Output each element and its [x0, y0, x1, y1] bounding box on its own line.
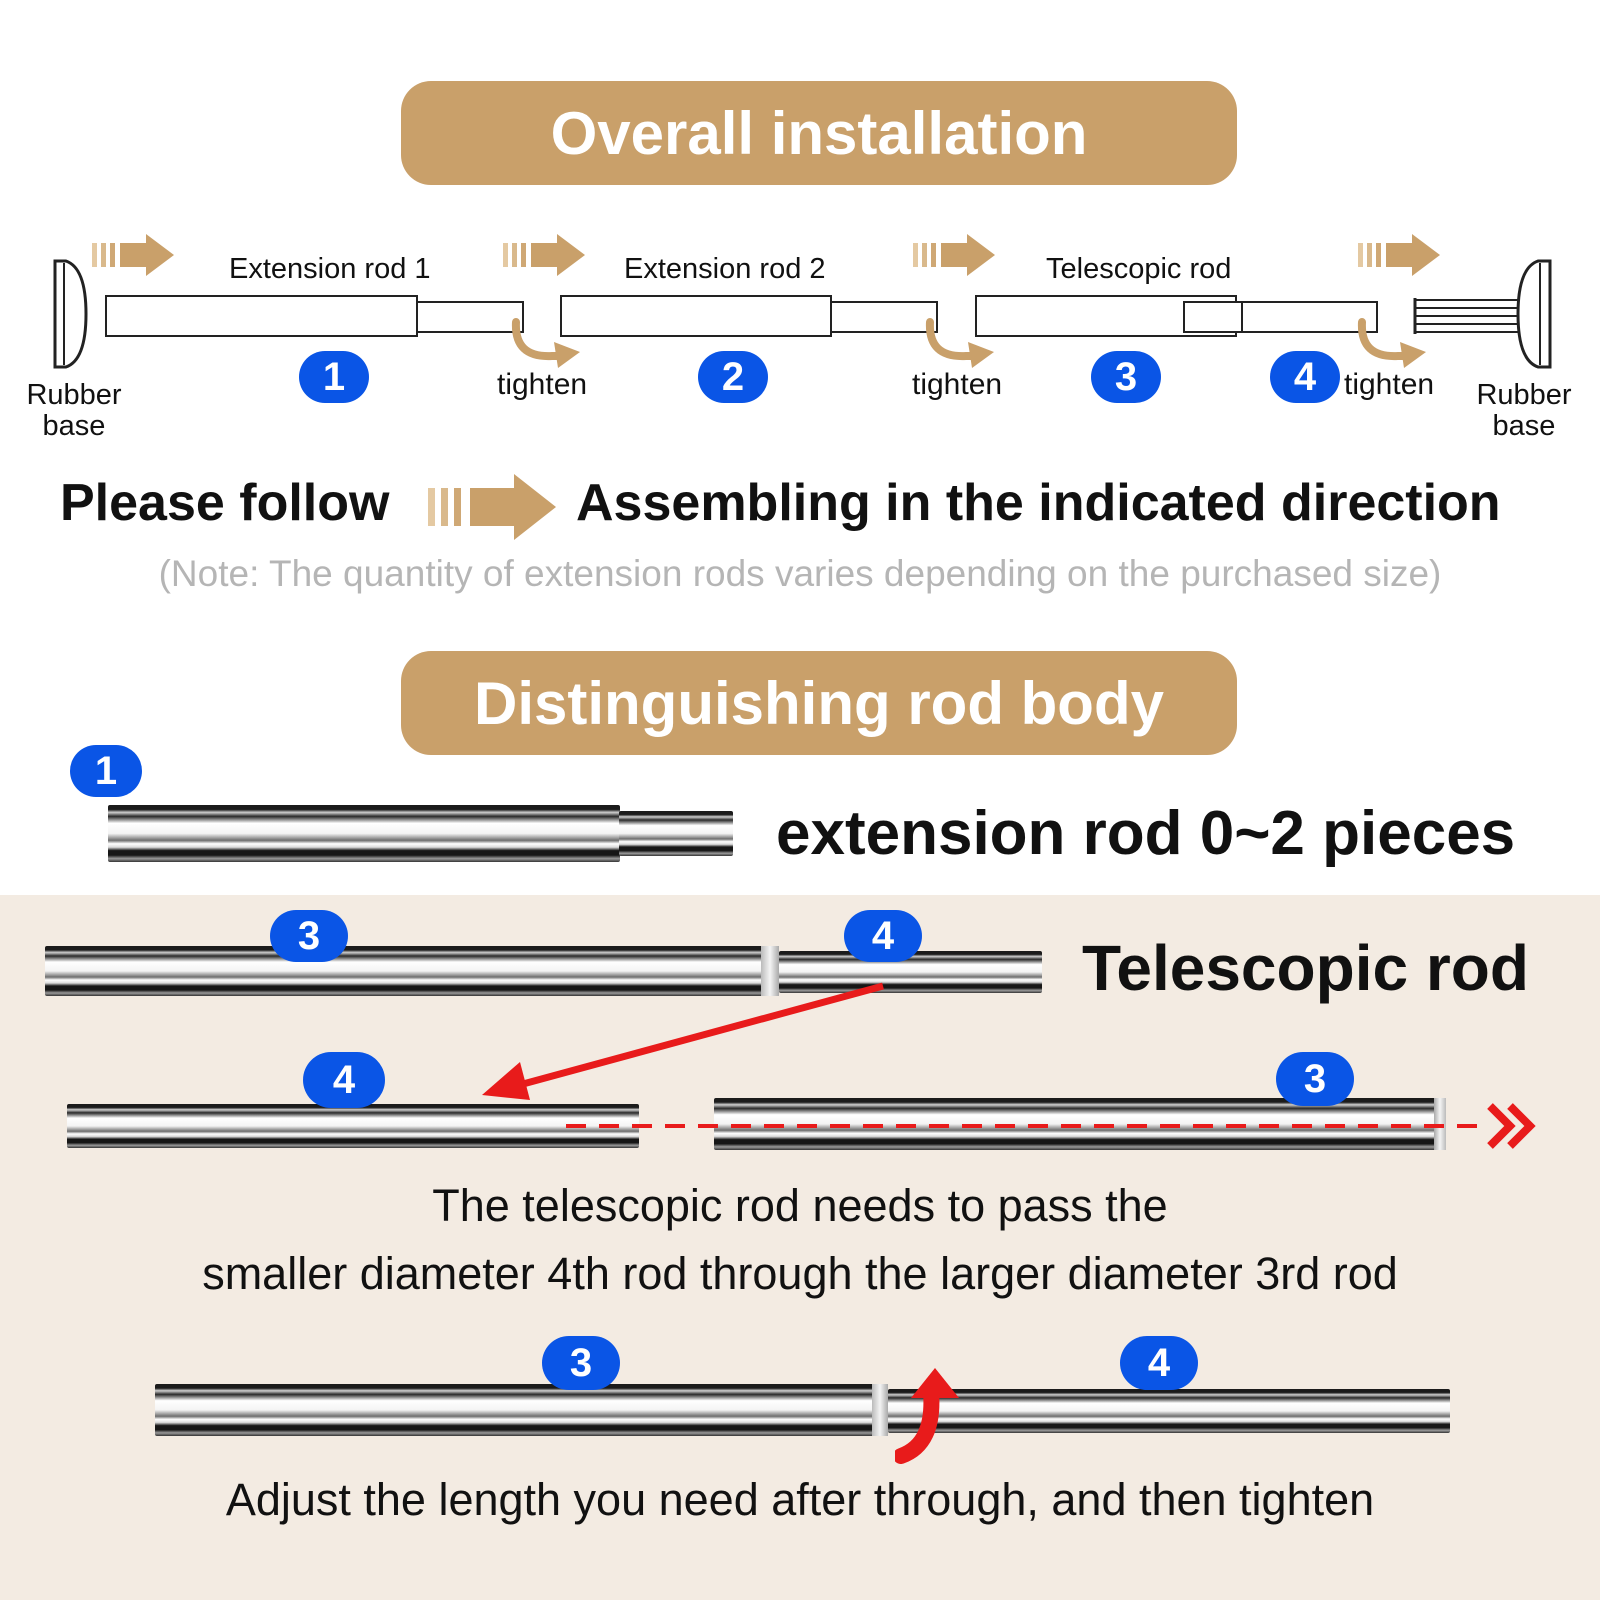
- rubber-base-left: [53, 259, 88, 369]
- telescopic-rod-4-photo: [779, 951, 1042, 993]
- extension-rod-photo-tip: [619, 811, 733, 856]
- badge-4-telescopic: 4: [844, 910, 922, 962]
- rotate-tighten-icon: [925, 318, 994, 368]
- rubber-base-right-label: Rubber base: [1476, 379, 1572, 442]
- badge-4: 4: [1270, 351, 1340, 403]
- extension-rod-1: [105, 295, 418, 337]
- final-caption: Adjust the length you need after through…: [225, 1474, 1375, 1525]
- note-text: (Note: The quantity of extension rods va…: [158, 553, 1442, 594]
- direction-arrow-icon: [1358, 234, 1440, 276]
- double-chevron-icon: [1487, 1103, 1516, 1149]
- red-arrowhead-icon: [482, 1062, 530, 1100]
- tighten-label-1: tighten: [497, 368, 588, 401]
- badge-3: 3: [1091, 351, 1161, 403]
- rubber-base-left-label: Rubber base: [26, 379, 122, 442]
- badge-2: 2: [698, 351, 768, 403]
- tighten-label-2: tighten: [912, 368, 1003, 401]
- badge-3-assembled: 3: [542, 1336, 620, 1390]
- rotate-tighten-icon: [511, 318, 580, 368]
- direction-arrow-icon: [503, 234, 585, 276]
- direction-arrow-icon: [428, 474, 556, 540]
- telescopic-rod-label: Telescopic rod: [1082, 932, 1529, 1004]
- extension-rod-1-tip: [416, 301, 524, 333]
- distinguishing-rod-body-banner: Distinguishing rod body: [401, 651, 1237, 755]
- direction-arrow-icon: [92, 234, 174, 276]
- rotate-tighten-red-icon: [895, 1368, 959, 1464]
- telescopic-section-background: [0, 895, 1600, 1600]
- assembled-rod-joint: [872, 1384, 888, 1436]
- tighten-label-3: tighten: [1344, 368, 1435, 401]
- assembled-rod-4: [888, 1389, 1450, 1433]
- telescopic-rod-label: Telescopic rod: [1046, 253, 1232, 285]
- badge-4-separated: 4: [303, 1052, 385, 1108]
- telescopic-rod-sleeve: [1183, 301, 1243, 333]
- extension-rod-1-label: Extension rod 1: [229, 253, 431, 285]
- extension-rod-2-label: Extension rod 2: [624, 253, 826, 285]
- extension-rod-2-tip: [830, 301, 938, 333]
- instruction-please-follow: Please follow: [60, 474, 390, 532]
- telescopic-caption-line2: smaller diameter 4th rod through the lar…: [202, 1248, 1398, 1299]
- direction-arrow-icon: [913, 234, 995, 276]
- rotate-tighten-icon: [1357, 318, 1426, 368]
- badge-1: 1: [299, 351, 369, 403]
- extension-rod-label: extension rod 0~2 pieces: [776, 799, 1516, 868]
- telescopic-rod-joint: [761, 946, 779, 996]
- rod-4-separated: [67, 1104, 639, 1148]
- telescopic-rod-3-photo: [45, 946, 767, 996]
- badge-1-extension: 1: [70, 745, 142, 797]
- overall-installation-banner: Overall installation: [401, 81, 1237, 185]
- badge-3-telescopic: 3: [270, 910, 348, 962]
- red-diagonal-arrow-line: [511, 982, 884, 1091]
- assembled-rod-3: [155, 1384, 877, 1436]
- extension-rod-photo: [108, 805, 620, 862]
- instruction-assembling-direction: Assembling in the indicated direction: [576, 474, 1501, 532]
- telescopic-rod-inner: [1241, 301, 1378, 333]
- badge-4-assembled: 4: [1120, 1336, 1198, 1390]
- rubber-base-right: [1413, 259, 1552, 369]
- telescopic-caption-line1: The telescopic rod needs to pass the: [432, 1180, 1168, 1231]
- badge-3-separated: 3: [1276, 1052, 1354, 1106]
